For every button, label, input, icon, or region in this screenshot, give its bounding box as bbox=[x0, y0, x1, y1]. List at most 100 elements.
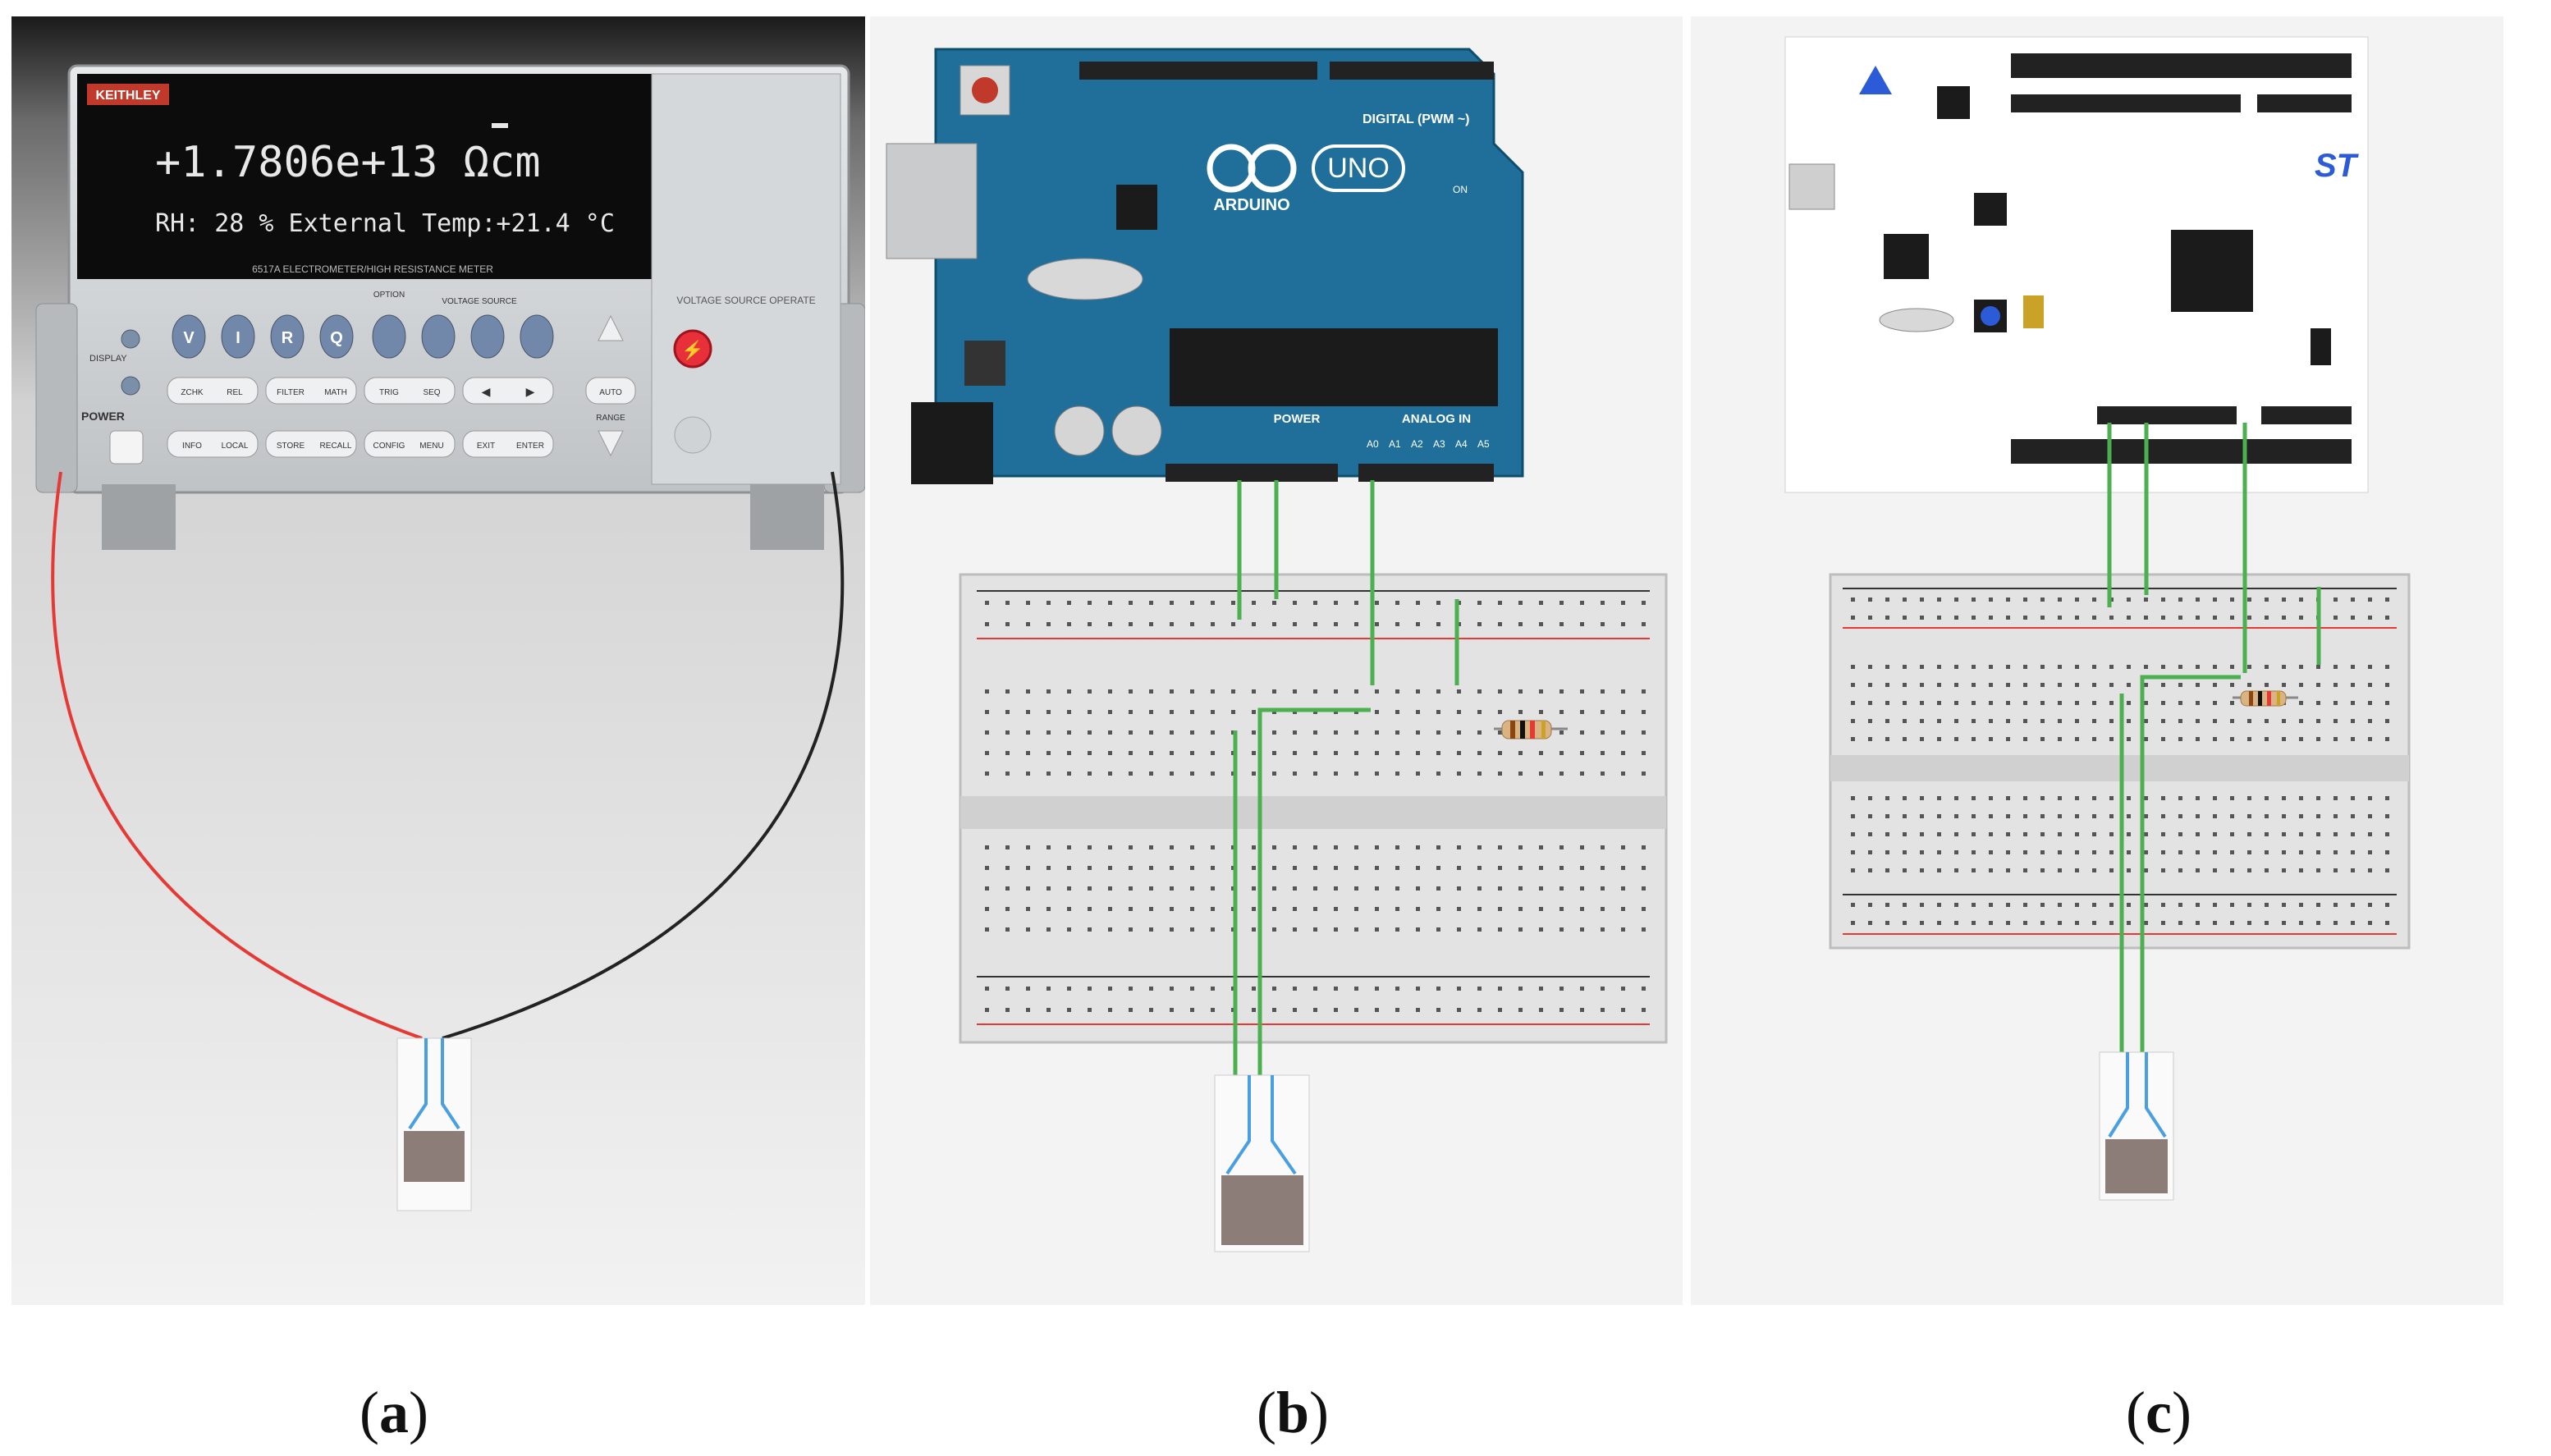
prev-button[interactable] bbox=[121, 329, 140, 349]
breadboard-hole bbox=[1170, 886, 1174, 891]
breadboard-hole bbox=[1868, 719, 1872, 723]
black-test-lead bbox=[442, 471, 845, 1040]
breadboard-hole bbox=[2161, 701, 2165, 705]
caption-c-letter: c bbox=[2146, 1380, 2172, 1445]
breadboard-hole bbox=[2178, 796, 2182, 800]
breadboard-hole bbox=[2247, 665, 2251, 669]
key-v[interactable] bbox=[172, 314, 206, 359]
breadboard-hole bbox=[1313, 866, 1317, 870]
breadboard-hole bbox=[2196, 616, 2200, 620]
breadboard-hole bbox=[1129, 1008, 1133, 1012]
breadboard-hole bbox=[1313, 771, 1317, 776]
breadboard-hole bbox=[1395, 907, 1399, 911]
breadboard-hole bbox=[1334, 866, 1338, 870]
breadboard-hole bbox=[2368, 683, 2372, 687]
breadboard-hole bbox=[1920, 796, 1924, 800]
breadboard-hole bbox=[1518, 601, 1523, 605]
breadboard-hole bbox=[2144, 814, 2148, 818]
arrow-keys[interactable] bbox=[462, 377, 554, 405]
breadboard-hole bbox=[1170, 927, 1174, 932]
breadboard-hole bbox=[2368, 598, 2372, 602]
soft-key-1b: REL bbox=[227, 388, 243, 397]
breadboard-hole bbox=[1954, 701, 1958, 705]
soft-key-1[interactable] bbox=[167, 377, 259, 405]
breadboard-hole bbox=[1621, 987, 1625, 991]
soft-key-2[interactable] bbox=[265, 377, 357, 405]
range-down-icon[interactable] bbox=[598, 430, 624, 457]
card-key[interactable] bbox=[372, 314, 406, 359]
key-i[interactable] bbox=[221, 314, 255, 359]
soft-key-5[interactable] bbox=[167, 430, 259, 458]
brand-badge bbox=[87, 84, 169, 105]
breadboard-hole bbox=[1354, 907, 1358, 911]
breadboard-hole bbox=[2092, 903, 2096, 907]
soft-key-2b: MATH bbox=[324, 388, 347, 397]
breadboard-hole bbox=[1088, 601, 1092, 605]
breadboard-hole bbox=[1088, 845, 1092, 849]
on-led-label: ON bbox=[1453, 184, 1468, 195]
breadboard-hole bbox=[1170, 907, 1174, 911]
breadboard-hole bbox=[1601, 751, 1605, 755]
oper-key[interactable] bbox=[421, 314, 456, 359]
auto-key[interactable] bbox=[585, 377, 636, 405]
breadboard-hole bbox=[2196, 921, 2200, 925]
breadboard-hole bbox=[1559, 710, 1564, 714]
breadboard-hole bbox=[1477, 1008, 1482, 1012]
breadboard-hole bbox=[1885, 850, 1889, 854]
digital-header-right bbox=[1330, 62, 1494, 80]
breadboard-hole bbox=[2282, 683, 2286, 687]
next-button[interactable] bbox=[121, 376, 140, 396]
breadboard-hole bbox=[1885, 598, 1889, 602]
soft-key-8b: ENTER bbox=[516, 442, 544, 451]
breadboard-hole bbox=[1498, 1008, 1502, 1012]
soft-key-3[interactable] bbox=[364, 377, 456, 405]
vsource-up-key[interactable] bbox=[520, 314, 554, 359]
breadboard-hole bbox=[1149, 601, 1153, 605]
soft-key-6[interactable] bbox=[265, 430, 357, 458]
breadboard-hole bbox=[1518, 622, 1523, 626]
breadboard-hole bbox=[2368, 903, 2372, 907]
breadboard-hole bbox=[1601, 710, 1605, 714]
vsource-down-key[interactable] bbox=[470, 314, 505, 359]
key-q[interactable] bbox=[319, 314, 354, 359]
breadboard-hole bbox=[2109, 737, 2114, 741]
breadboard-hole bbox=[2333, 796, 2338, 800]
breadboard-hole bbox=[1642, 886, 1646, 891]
breadboard-hole bbox=[1972, 832, 1976, 836]
breadboard-hole bbox=[1231, 601, 1235, 605]
key-r[interactable] bbox=[270, 314, 305, 359]
breadboard-hole bbox=[1252, 886, 1256, 891]
power-button[interactable] bbox=[109, 430, 144, 465]
st-crystal bbox=[1879, 308, 1954, 332]
breadboard-hole bbox=[2368, 701, 2372, 705]
knob[interactable] bbox=[674, 416, 712, 454]
breadboard-hole bbox=[2213, 921, 2217, 925]
breadboard-hole bbox=[1937, 737, 1941, 741]
breadboard-hole bbox=[1954, 737, 1958, 741]
breadboard-hole bbox=[2213, 665, 2217, 669]
breadboard-hole bbox=[1354, 1008, 1358, 1012]
breadboard-hole bbox=[1293, 927, 1297, 932]
breadboard-hole bbox=[1395, 689, 1399, 694]
lcd-display bbox=[77, 74, 652, 279]
breadboard-hole bbox=[2178, 737, 2182, 741]
breadboard-hole bbox=[1005, 689, 1010, 694]
reset-button[interactable] bbox=[972, 77, 998, 103]
breadboard-hole bbox=[1108, 845, 1112, 849]
breadboard-hole bbox=[1129, 886, 1133, 891]
soft-key-7[interactable] bbox=[364, 430, 456, 458]
breadboard-hole bbox=[1108, 927, 1112, 932]
operate-button[interactable] bbox=[673, 329, 712, 369]
atmega-chip bbox=[1170, 328, 1498, 406]
breadboard-hole bbox=[2196, 850, 2200, 854]
st-reset-button[interactable] bbox=[1974, 193, 2007, 226]
soft-key-2a: FILTER bbox=[277, 388, 305, 397]
breadboard-hole bbox=[1989, 701, 1993, 705]
breadboard-hole bbox=[2316, 868, 2320, 872]
soft-key-8[interactable] bbox=[462, 430, 554, 458]
range-up-icon[interactable] bbox=[598, 314, 624, 341]
breadboard-hole bbox=[1354, 730, 1358, 735]
breadboard-hole bbox=[2265, 665, 2269, 669]
st-header-top-1 bbox=[2011, 53, 2352, 78]
breadboard-hole bbox=[2385, 796, 2389, 800]
